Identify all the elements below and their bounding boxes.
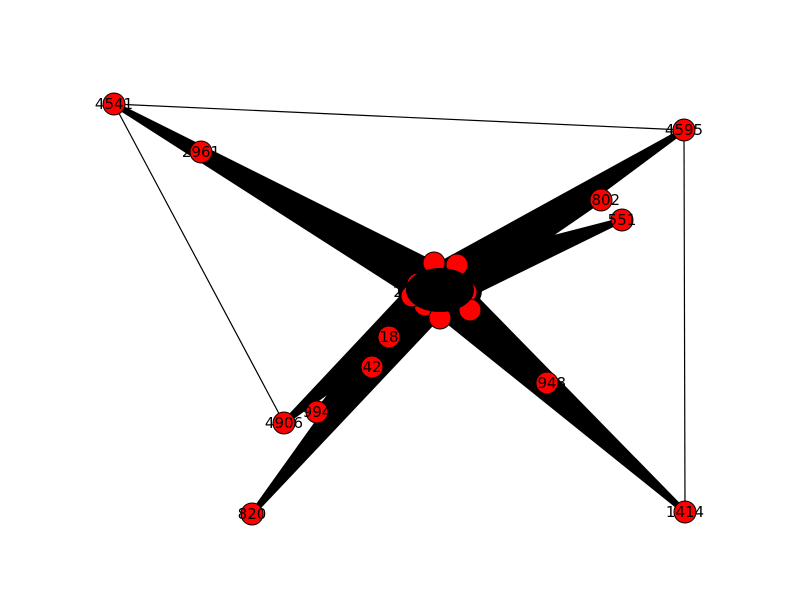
node-circle <box>102 92 126 116</box>
node-circle <box>610 208 634 232</box>
node-551: 551 <box>608 208 637 232</box>
node-42: 42 <box>360 355 384 379</box>
node-4541: 4541 <box>95 92 133 116</box>
node-circle <box>240 502 264 526</box>
node-1948: 1948 <box>528 371 566 395</box>
node-circle <box>305 400 329 424</box>
node-label: 2961 <box>182 143 220 161</box>
node-label: 1948 <box>528 374 566 392</box>
node-4595: 4595 <box>665 118 703 142</box>
node-label: 42 <box>362 358 381 376</box>
node-circle <box>360 355 384 379</box>
edge-4541-4906 <box>113 103 285 424</box>
node-4906: 4906 <box>265 411 303 435</box>
edges <box>113 103 686 513</box>
node-label: 3802 <box>582 191 620 209</box>
node-label: 994 <box>303 403 332 421</box>
node-circle <box>589 188 613 212</box>
node-circle <box>272 411 296 435</box>
node-18: 18 <box>377 325 401 349</box>
node-label: 820 <box>238 505 267 523</box>
node-label: 1414 <box>666 503 704 521</box>
node-circle <box>673 500 697 524</box>
node-circle <box>189 140 213 164</box>
node-label: 2 <box>393 283 403 301</box>
node-3802: 3802 <box>582 188 620 212</box>
hub-cluster <box>398 251 482 330</box>
node-circle <box>535 371 559 395</box>
hub-edge-overlap <box>406 268 474 312</box>
node-label: 4906 <box>265 414 303 432</box>
node-circle <box>672 118 696 142</box>
node-hub: 2 <box>393 283 403 301</box>
node-circle <box>377 325 401 349</box>
node-994: 994 <box>303 400 332 424</box>
node-label: 4595 <box>665 121 703 139</box>
node-label: 4541 <box>95 95 133 113</box>
node-label: 551 <box>608 211 637 229</box>
node-1414: 1414 <box>666 500 704 524</box>
edge-4595-1414 <box>683 129 686 513</box>
edge-bundles <box>112 101 688 516</box>
edge-4541-4595 <box>113 103 685 131</box>
node-820: 820 <box>238 502 267 526</box>
node-2961: 2961 <box>182 140 220 164</box>
node-label: 18 <box>379 328 398 346</box>
